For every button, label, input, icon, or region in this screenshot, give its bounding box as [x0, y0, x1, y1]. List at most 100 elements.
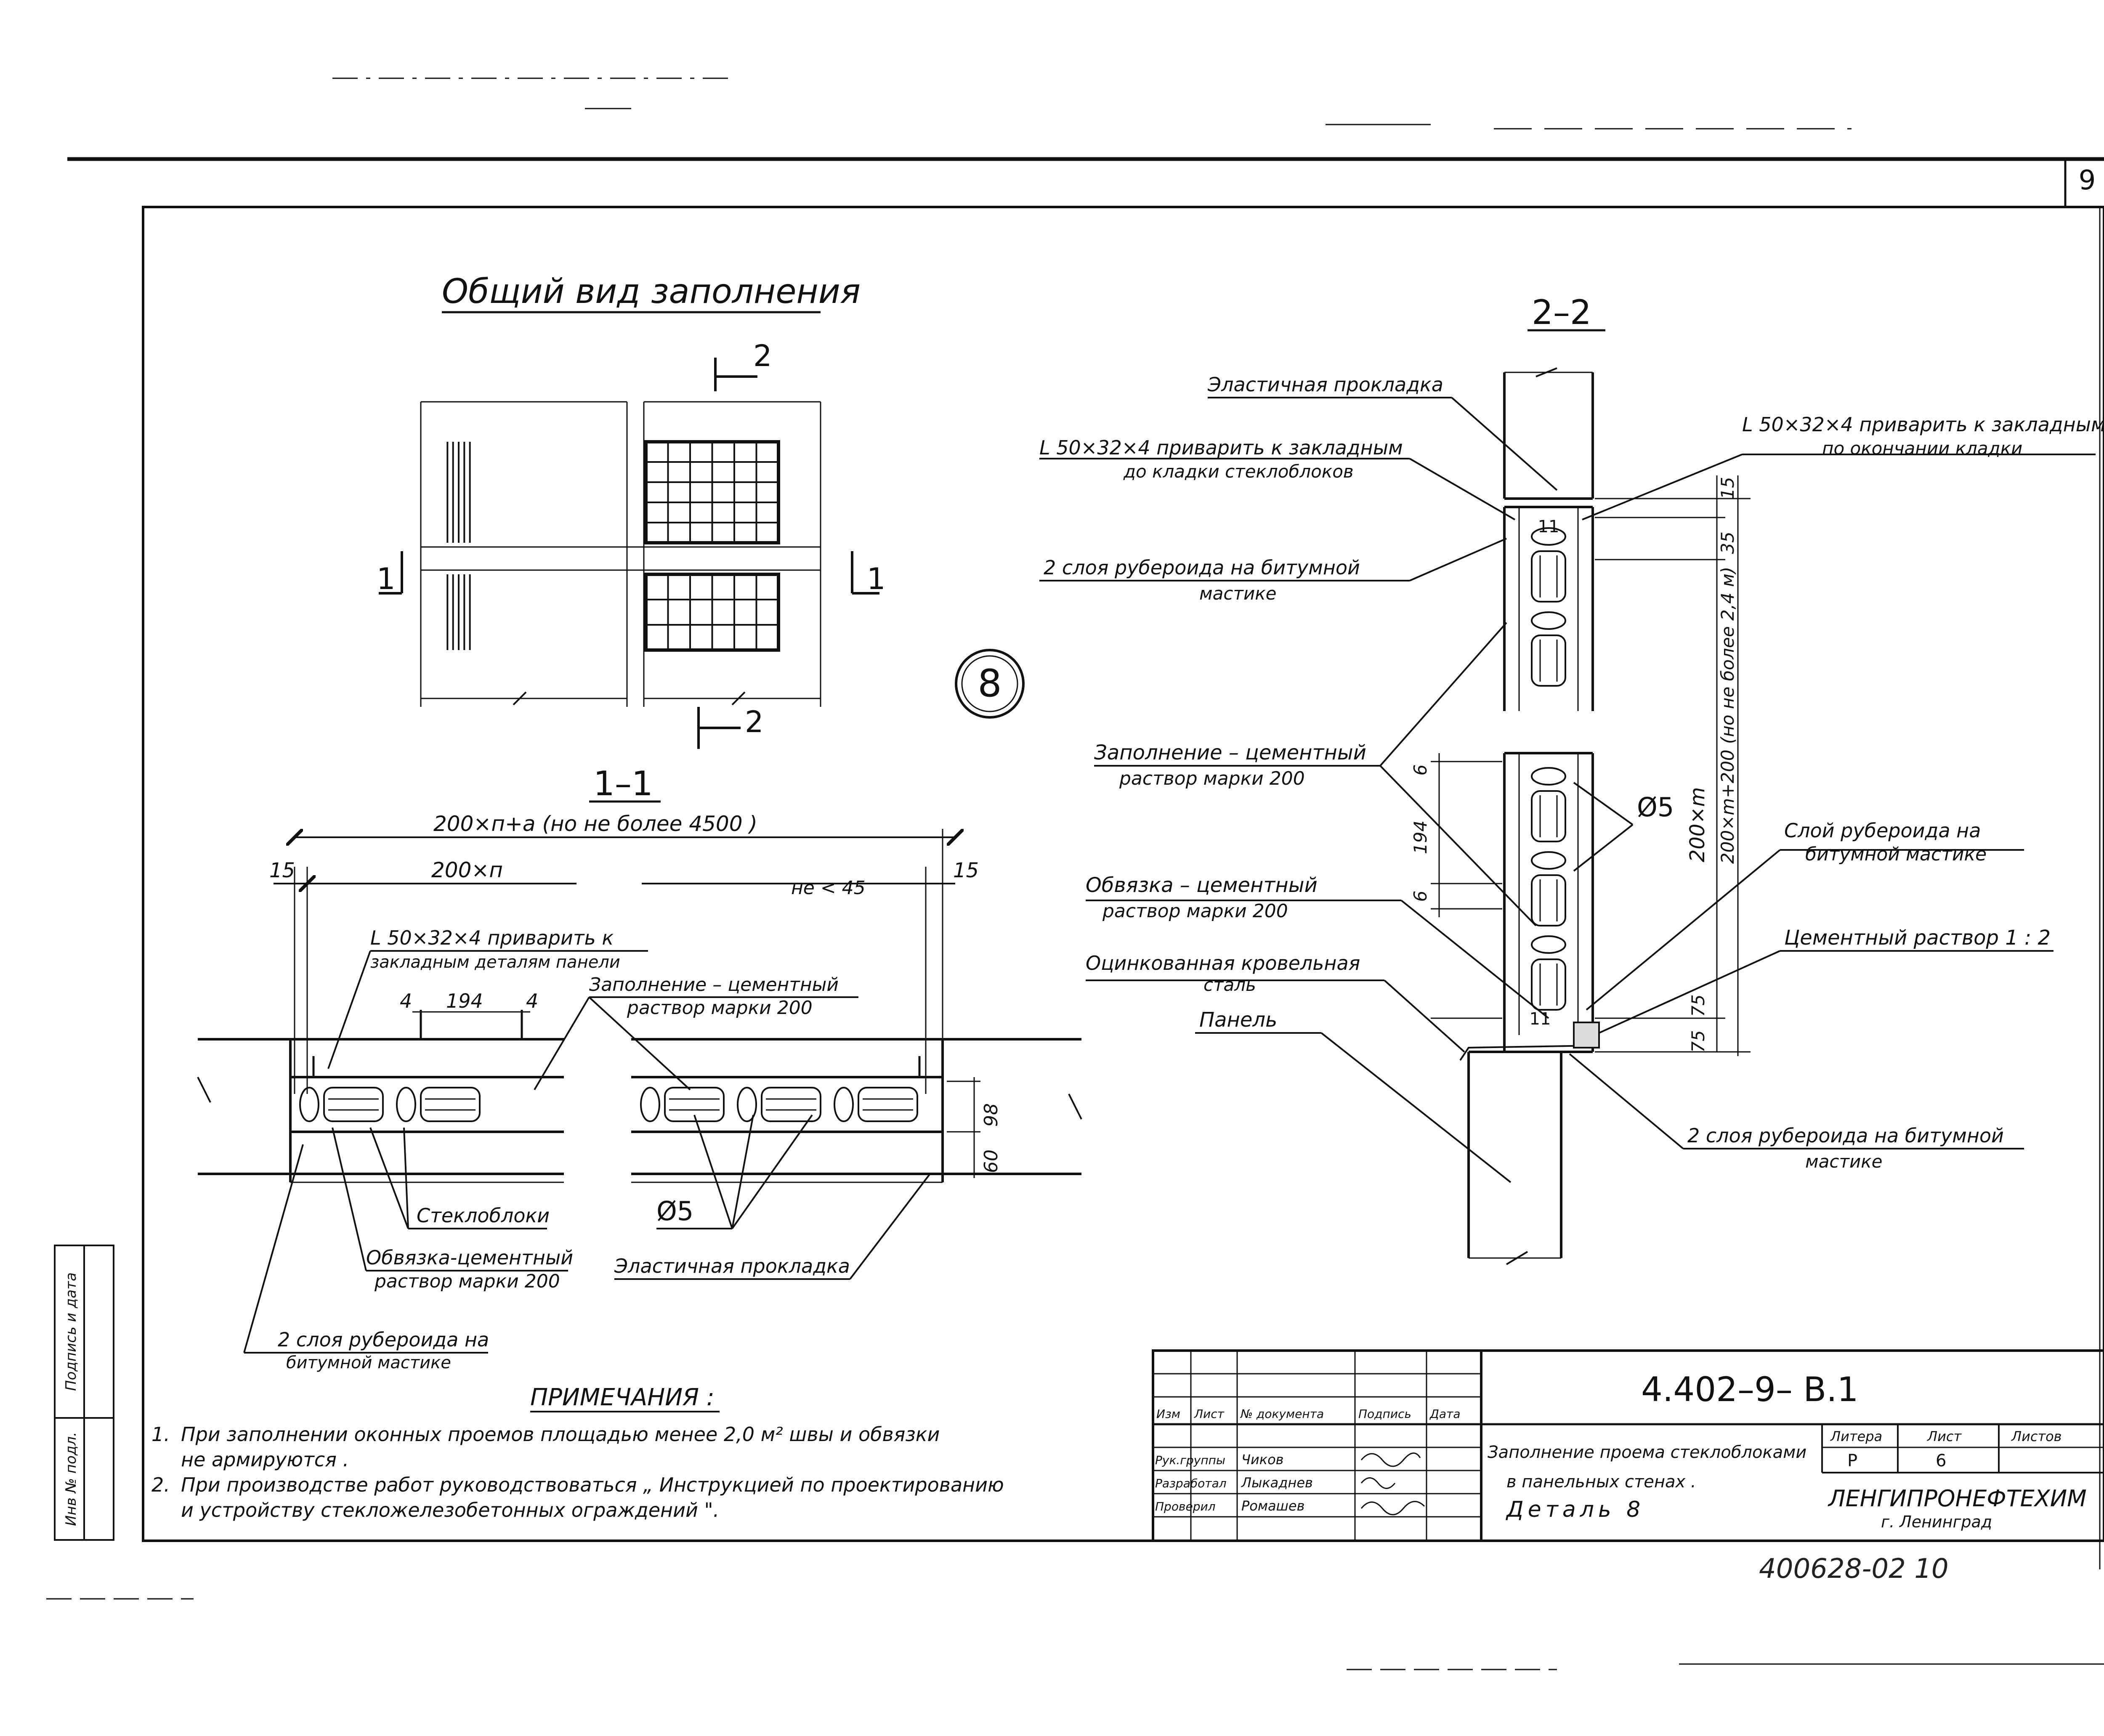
- s22-lbl-fill: Заполнение – цементный: [1094, 741, 1366, 764]
- tb-org-city: г. Ленинград: [1881, 1513, 1992, 1531]
- s22-dim-75a: 75: [1688, 994, 1708, 1017]
- glass-block: [858, 1087, 918, 1122]
- tb-hdr-stage: Литера: [1830, 1428, 1882, 1444]
- s11-lbl-binding-2: раствор марки 200: [374, 1271, 560, 1292]
- note-1-line-1: При заполнении оконных проемов площадью …: [181, 1423, 940, 1446]
- s22-lbl-ruberoid-bottom-2: мастике: [1805, 1151, 1882, 1172]
- s11-lbl-gasket: Эластичная прокладка: [614, 1255, 850, 1277]
- s11-dimension-lines: [274, 829, 980, 1178]
- s22-lbl-binding-2: раствор марки 200: [1102, 900, 1288, 922]
- s11-lbl-fill-2: раствор марки 200: [627, 997, 813, 1019]
- s22-lbl-ruberoid-top: 2 слоя рубероида на битумной: [1044, 556, 1360, 579]
- glass-block: [664, 1087, 725, 1122]
- s11-lbl-angle-2: закладным деталям панели: [370, 953, 620, 972]
- note-1-line-2: не армируются .: [181, 1448, 349, 1471]
- s22-dimension-lines: [1431, 475, 1751, 1056]
- s11-lbl-binding: Обвязка-цементный: [366, 1246, 573, 1269]
- archive-number: 400628-02 10: [1759, 1553, 1949, 1585]
- tb-desc-2: в панельных стенах .: [1506, 1472, 1696, 1492]
- s22-lbl-ruberoid-layer: Слой рубероида на: [1784, 819, 1981, 842]
- s22-lbl-angle-after: L 50×32×4 приварить к закладным: [1742, 413, 2104, 436]
- section-2-2: 2–2: [1039, 293, 2104, 1265]
- tb-org-name: ЛЕНГИПРОНЕФТЕХИМ: [1828, 1485, 2087, 1512]
- section-2-2-title: 2–2: [1532, 293, 1591, 332]
- s11-leaders: [243, 950, 931, 1354]
- tb-signatures: [1360, 1452, 1425, 1516]
- s22-lbl-binding: Обвязка – цементный: [1086, 873, 1318, 897]
- tb-desc-3: Деталь 8: [1506, 1497, 1644, 1522]
- note-2-number: 2.: [151, 1473, 170, 1496]
- s11-dim-98: 98: [980, 1103, 1002, 1127]
- glass-block: [1531, 550, 1566, 603]
- s22-dim-6a: 6: [1410, 764, 1431, 776]
- cut-label-2-top: 2: [753, 339, 772, 373]
- s22-dim-75b: 75: [1688, 1030, 1708, 1052]
- s11-wall: [197, 1038, 1082, 1183]
- tb-val-stage: Р: [1847, 1451, 1857, 1471]
- mortar-joint: [1531, 611, 1566, 630]
- s22-dim-194: 194: [1410, 820, 1431, 854]
- s22-lbl-angle-after-2: по окончании кладки: [1822, 438, 2022, 459]
- tb-desc-1: Заполнение проема стеклоблоками: [1488, 1443, 1806, 1462]
- sheet-number: 9: [2079, 165, 2096, 196]
- tb-name-head: Чиков: [1241, 1452, 1284, 1468]
- s11-lbl-fill: Заполнение – цементный: [589, 974, 839, 995]
- s11-dim-4b: 4: [526, 990, 538, 1012]
- s22-lbl-rebar: Ø5: [1637, 792, 1674, 823]
- s11-dim-15-right: 15: [953, 859, 979, 882]
- notes-heading: ПРИМЕЧАНИЯ :: [530, 1384, 715, 1411]
- tb-role-dev: Разработал: [1155, 1476, 1227, 1490]
- s22-dim-35: 35: [1717, 531, 1738, 554]
- section-1-1-title: 1–1: [593, 764, 653, 803]
- note-2-line-2: и устройству стекложелезобетонных огражд…: [181, 1499, 719, 1521]
- tb-name-check: Ромашев: [1241, 1498, 1304, 1514]
- tb-code: 4.402–9– В.1: [1641, 1370, 1859, 1409]
- glass-block: [1531, 790, 1566, 842]
- tb-hdr-sheets: Листов: [2011, 1428, 2062, 1444]
- glass-block-grid: [446, 440, 780, 652]
- s22-block-mark-bottom: 11: [1530, 1009, 1551, 1029]
- s22-dim-6b: 6: [1410, 891, 1431, 902]
- general-view-title: Общий вид заполнения: [442, 272, 861, 311]
- s22-lbl-ruberoid-bottom: 2 слоя рубероида на битумной: [1687, 1124, 2004, 1147]
- glass-block: [1531, 634, 1566, 687]
- s11-lbl-rebar: Ø5: [656, 1196, 693, 1226]
- mortar-joint: [737, 1087, 757, 1122]
- general-view-outline: [420, 401, 821, 707]
- mortar-joint: [396, 1087, 416, 1122]
- cut-label-1-right: 1: [867, 562, 886, 596]
- s22-dim-15: 15: [1717, 477, 1738, 499]
- s11-dim-15-left: 15: [269, 859, 295, 882]
- s22-leaders: [1039, 397, 2096, 1183]
- glass-block: [323, 1087, 384, 1122]
- s22-lbl-angle-before: L 50×32×4 приварить к закладным: [1039, 436, 1403, 459]
- detail-number: 8: [978, 661, 1002, 706]
- mortar-joint: [1531, 767, 1566, 786]
- general-view: Общий вид заполнения 2 2: [377, 272, 1025, 749]
- tb-val-sheet: 6: [1936, 1451, 1946, 1471]
- section-1-1: 1–1 200×п+а (но не более 4500 ) 200×п 15…: [197, 764, 1082, 1372]
- s11-dim-194: 194: [446, 990, 483, 1012]
- s22-lbl-angle-before-2: до кладки стеклоблоков: [1123, 461, 1354, 482]
- glass-block: [420, 1087, 481, 1122]
- tb-col-date: Дата: [1429, 1407, 1461, 1421]
- mortar-joint: [299, 1087, 319, 1122]
- s11-dim-4a: 4: [400, 990, 412, 1012]
- detail-circle: [955, 649, 1025, 719]
- s11-lbl-ruberoid-2: битумной мастике: [286, 1353, 451, 1372]
- cut-marks: [379, 358, 879, 749]
- s22-wall: [1459, 367, 1600, 1265]
- tb-role-head: Рук.группы: [1155, 1453, 1225, 1467]
- s22-lbl-ruberoid-layer-2: битумной мастике: [1805, 844, 1987, 865]
- cut-label-1-left: 1: [377, 562, 396, 596]
- s22-lbl-ruberoid-top-2: мастике: [1199, 583, 1276, 604]
- s22-dim-200m: 200×m: [1686, 787, 1709, 863]
- s22-glass-blocks: [1531, 527, 1566, 1011]
- cut-label-2-bottom: 2: [745, 705, 764, 739]
- side-stamp-sign: Подпись и дата: [63, 1272, 80, 1391]
- s22-dim-200m200: 200×m+200 (но не более 2,4 м): [1717, 567, 1738, 864]
- tb-name-dev: Лыкаднев: [1241, 1475, 1313, 1491]
- s11-lbl-ruberoid: 2 слоя рубероида на: [278, 1328, 489, 1351]
- mortar-joint: [640, 1087, 660, 1122]
